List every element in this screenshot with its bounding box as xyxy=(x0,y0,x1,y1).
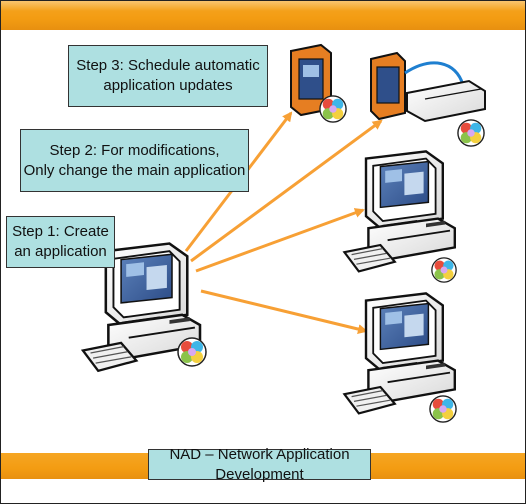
footer-title: NAD – Network Application Development xyxy=(169,445,350,483)
panel-controller-icon xyxy=(370,51,486,147)
step2-line2: Only change the main application xyxy=(23,161,246,179)
step3-line2: application updates xyxy=(103,77,233,94)
step3-line1: Step 3: Schedule automatic xyxy=(76,57,260,74)
footer-title-box: NAD – Network Application Development xyxy=(148,446,371,483)
step1-caption: Step 1: Create an application xyxy=(6,216,115,268)
arrow-to-panel-controller xyxy=(190,119,383,263)
panel-terminal-icon xyxy=(290,43,347,123)
step3-caption: Step 3: Schedule automatic application u… xyxy=(68,45,268,107)
step2-caption: Step 2: For modifications, Only change t… xyxy=(20,129,249,192)
target-computer-icon xyxy=(343,292,457,423)
step2-line1: Step 2: For modifications, xyxy=(49,141,220,159)
top-accent-band xyxy=(1,1,525,30)
arrow-to-target-computer-2 xyxy=(200,289,368,334)
target-computer-icon xyxy=(343,150,457,283)
step1-line1: Step 1: Create xyxy=(12,223,109,240)
step1-line2: an application xyxy=(14,243,107,260)
arrow-to-target-computer-1 xyxy=(195,208,365,273)
